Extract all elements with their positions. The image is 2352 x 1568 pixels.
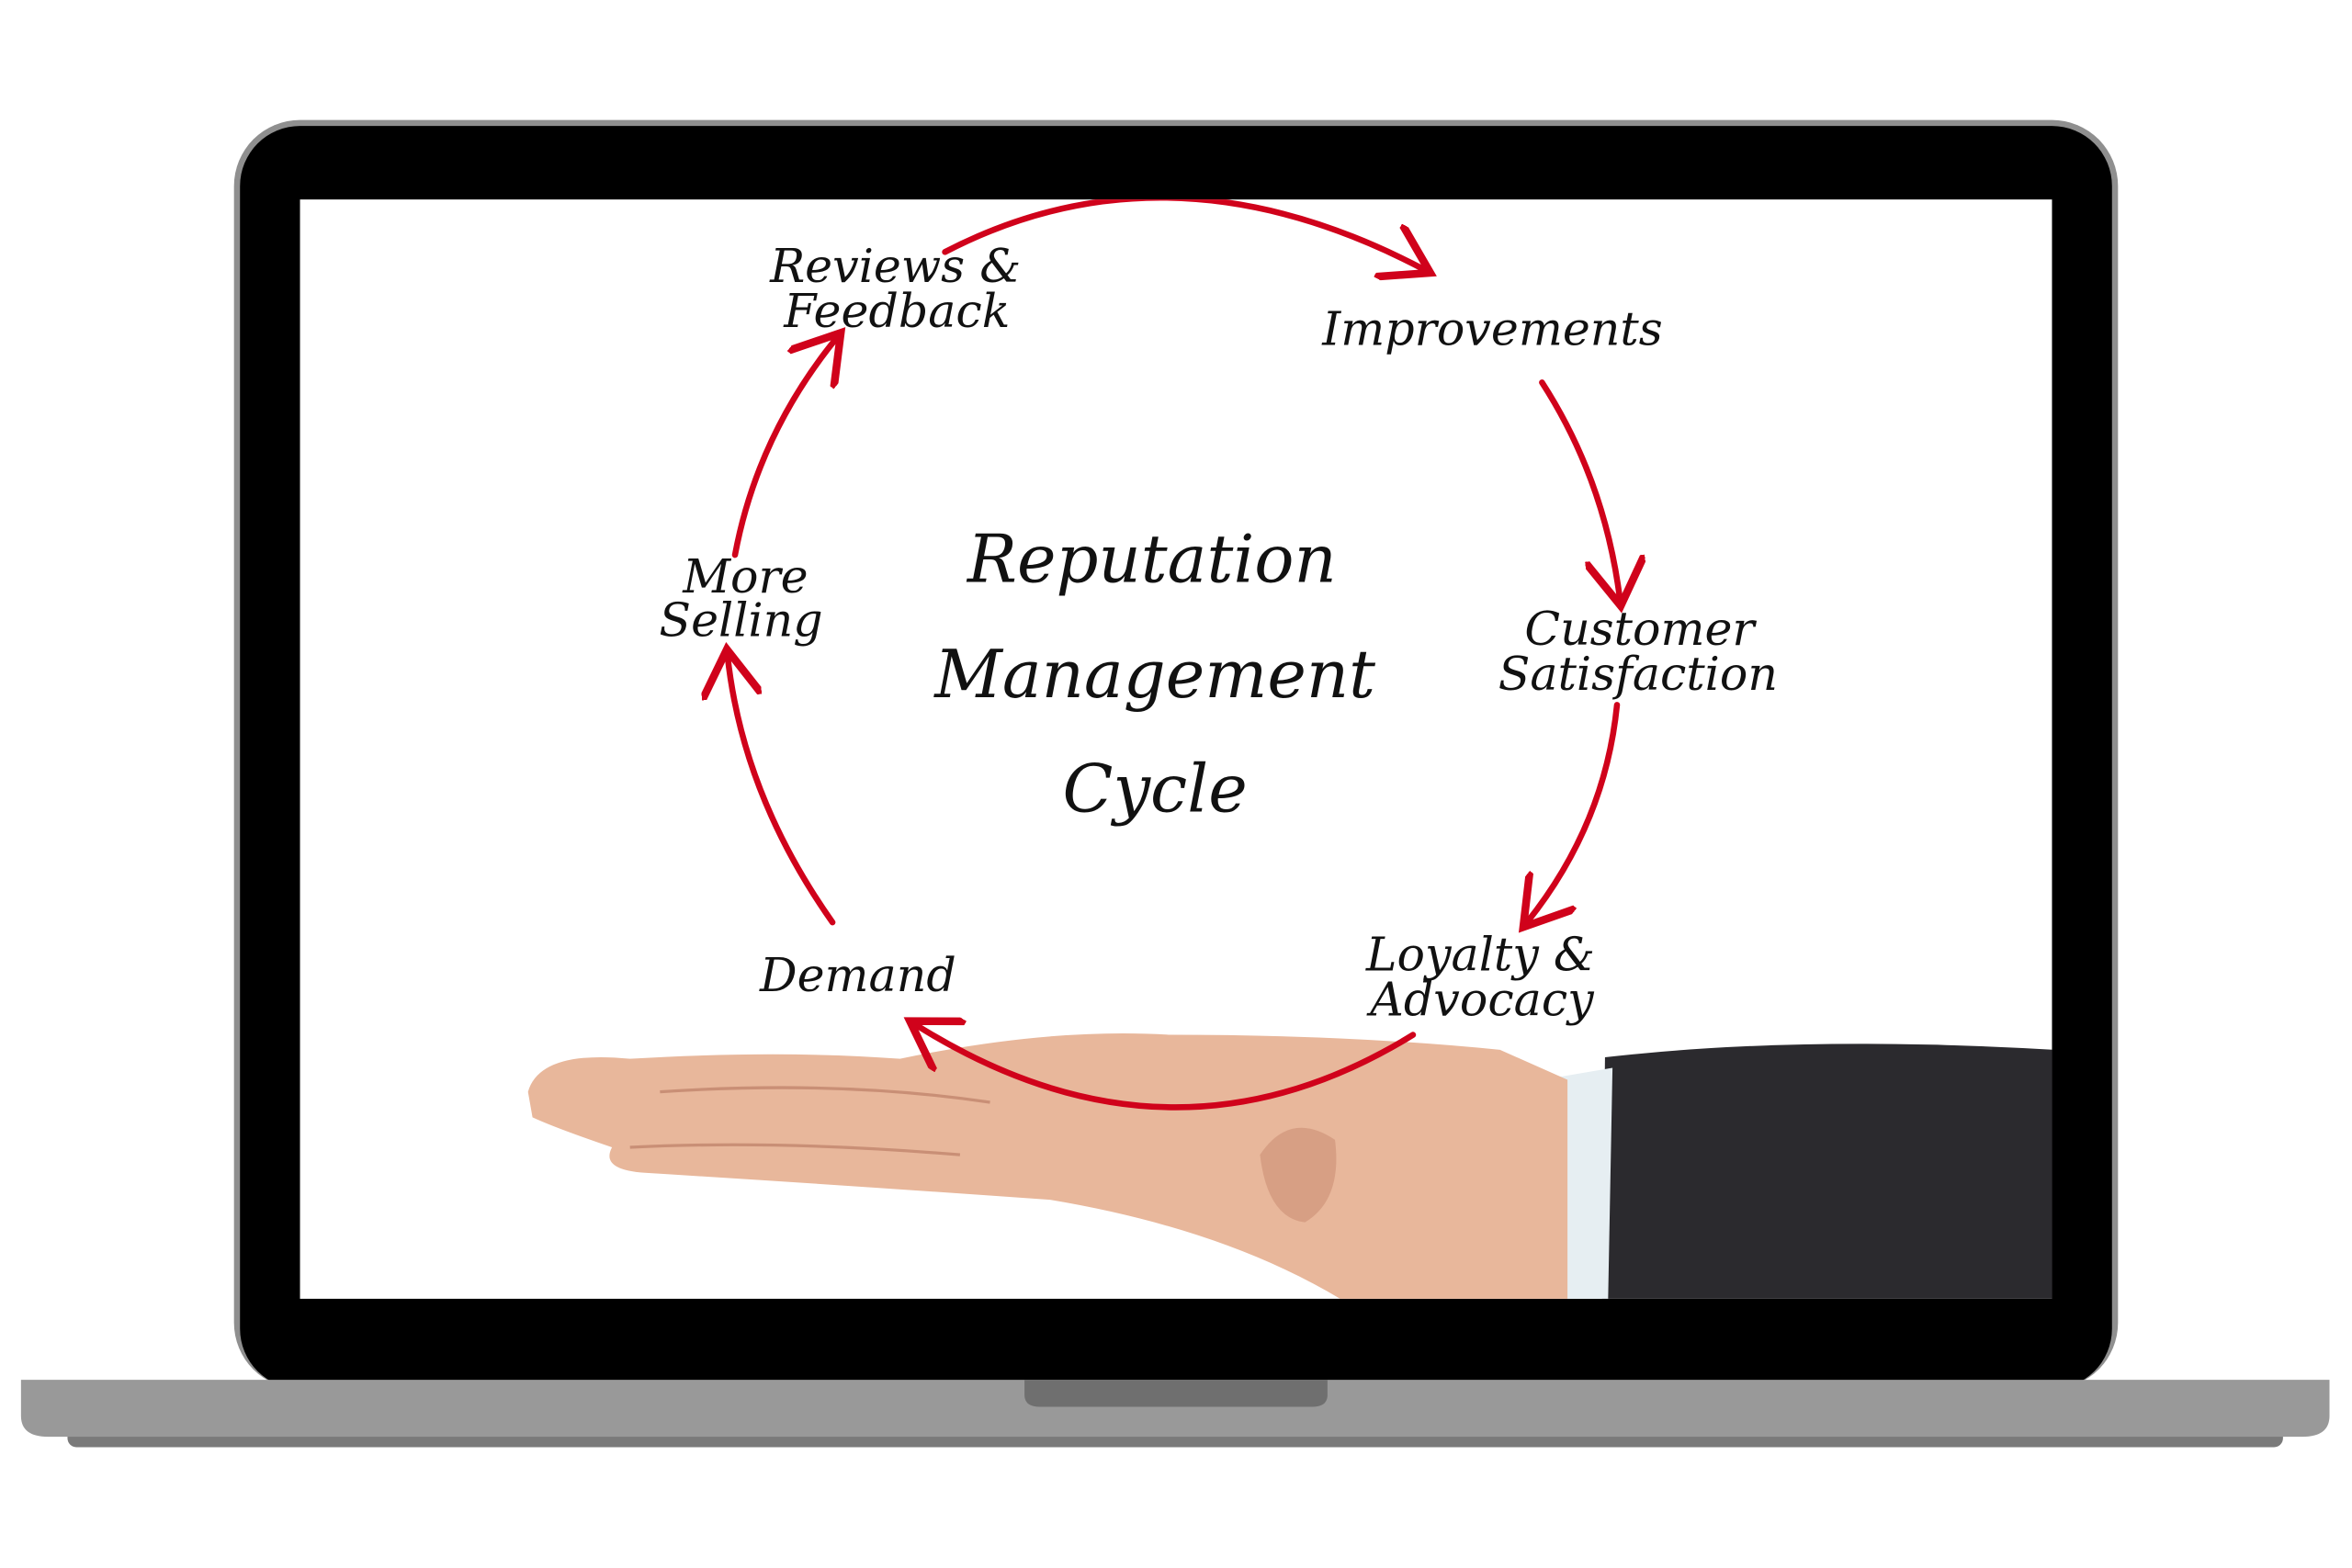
step-loyalty-line-1: Loyalty & [1365, 927, 1595, 981]
title-line-2: Management [933, 636, 1375, 713]
step-improvements: Improvements [1321, 302, 1662, 356]
step-reviews-line-1: Reviews & [769, 239, 1021, 293]
step-satisfaction-line-2: Satisfaction [1498, 647, 1778, 701]
title-line-3: Cycle [1063, 750, 1248, 827]
step-satisfaction-line-1: Customer [1524, 602, 1757, 656]
arrow-selling-to-reviews [731, 337, 837, 558]
arrow-loyalty-to-demand [915, 1024, 1417, 1111]
step-selling-line-1: More [682, 549, 808, 604]
hand-image [527, 1033, 2052, 1299]
step-loyalty-line-2: Advocacy [1366, 972, 1595, 1026]
step-reviews-line-2: Feedback [783, 284, 1010, 338]
arrow-improvements-to-satisfaction [1539, 379, 1620, 600]
step-demand: Demand [759, 948, 956, 1002]
laptop-notch [1024, 1380, 1328, 1407]
step-selling-line-2: Selling [659, 592, 822, 647]
title-line-1: Reputation [966, 521, 1337, 598]
arrow-demand-to-selling [728, 656, 836, 926]
laptop-base [20, 1380, 2330, 1438]
arrow-satisfaction-to-loyalty [1527, 702, 1621, 922]
arrow-reviews-to-improvements [942, 199, 1425, 270]
